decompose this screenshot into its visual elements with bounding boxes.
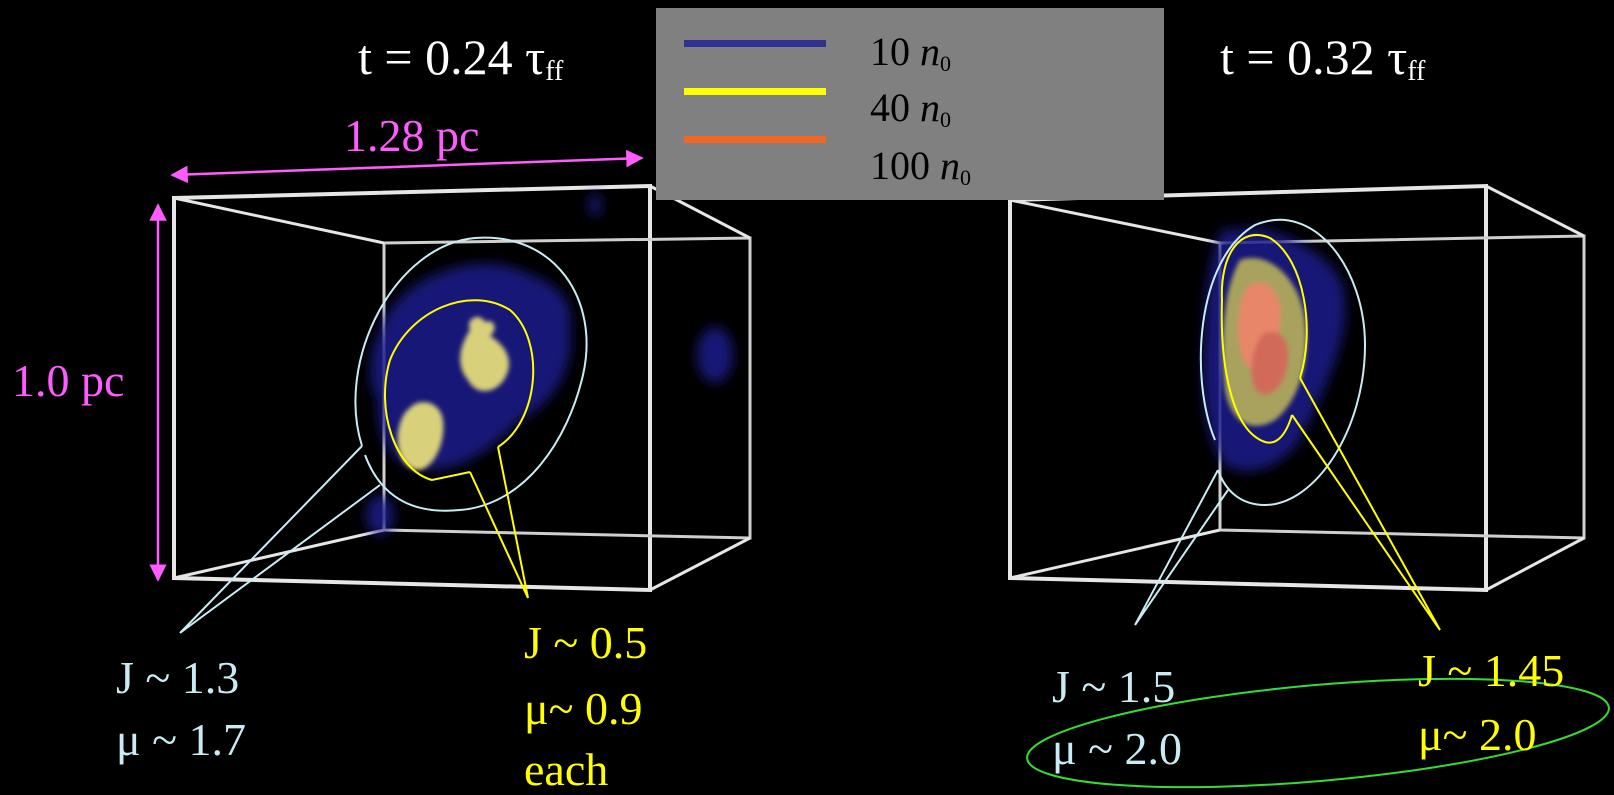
title-right: t = 0.32 τff — [1220, 32, 1425, 86]
legend-label-100: 100 n0 — [870, 142, 971, 191]
right-inner-mu: μ~ 2.0 — [1418, 709, 1537, 760]
left-outer-callout — [179, 236, 588, 634]
legend-sub: 0 — [940, 51, 951, 76]
tau-symbol: τ — [525, 29, 546, 85]
legend-label-10: 10 n0 — [870, 28, 951, 77]
title-right-prefix: t = 0.32 — [1220, 29, 1388, 85]
right-outer-mu: μ ~ 2.0 — [1052, 723, 1183, 774]
legend: 10 n0 40 n0 100 n0 — [656, 8, 1164, 200]
left-width-arrow — [170, 149, 644, 184]
legend-symbol: n — [920, 29, 940, 74]
tau-symbol: τ — [1387, 29, 1408, 85]
legend-sub: 0 — [960, 165, 971, 190]
legend-line-40 — [684, 88, 826, 95]
left-outer-mu: μ ~ 1.7 — [116, 714, 247, 765]
left-inner-mu: μ~ 0.9 — [524, 683, 643, 734]
right-inner-j: J ~ 1.45 — [1418, 645, 1565, 696]
legend-value: 40 — [870, 85, 910, 130]
title-left: t = 0.24 τff — [358, 32, 563, 86]
right-highlight-ellipse — [1026, 677, 1610, 789]
height-label: 1.0 pc — [12, 355, 125, 406]
left-density-blob-blue — [366, 193, 733, 535]
tau-subscript: ff — [545, 56, 564, 87]
legend-label-40: 40 n0 — [870, 84, 951, 133]
left-density-blob-yellow — [397, 316, 510, 470]
right-outer-j: J ~ 1.5 — [1052, 661, 1176, 712]
legend-line-10 — [684, 40, 826, 47]
right-density-blob-orange — [1238, 282, 1289, 395]
legend-value: 10 — [870, 29, 910, 74]
legend-sub: 0 — [940, 107, 951, 132]
legend-symbol: n — [920, 85, 940, 130]
right-inner-callout — [1220, 234, 1441, 631]
left-outer-j: J ~ 1.3 — [116, 652, 240, 703]
legend-symbol: n — [940, 143, 960, 188]
right-outer-callout — [1134, 218, 1367, 626]
tau-subscript: ff — [1407, 56, 1426, 87]
title-left-prefix: t = 0.24 — [358, 29, 526, 85]
width-label: 1.28 pc — [344, 110, 480, 161]
left-inner-extra: each — [524, 744, 609, 795]
left-inner-callout — [383, 299, 535, 599]
legend-line-100 — [684, 136, 826, 143]
legend-value: 100 — [870, 143, 930, 188]
left-inner-j: J ~ 0.5 — [524, 617, 648, 668]
